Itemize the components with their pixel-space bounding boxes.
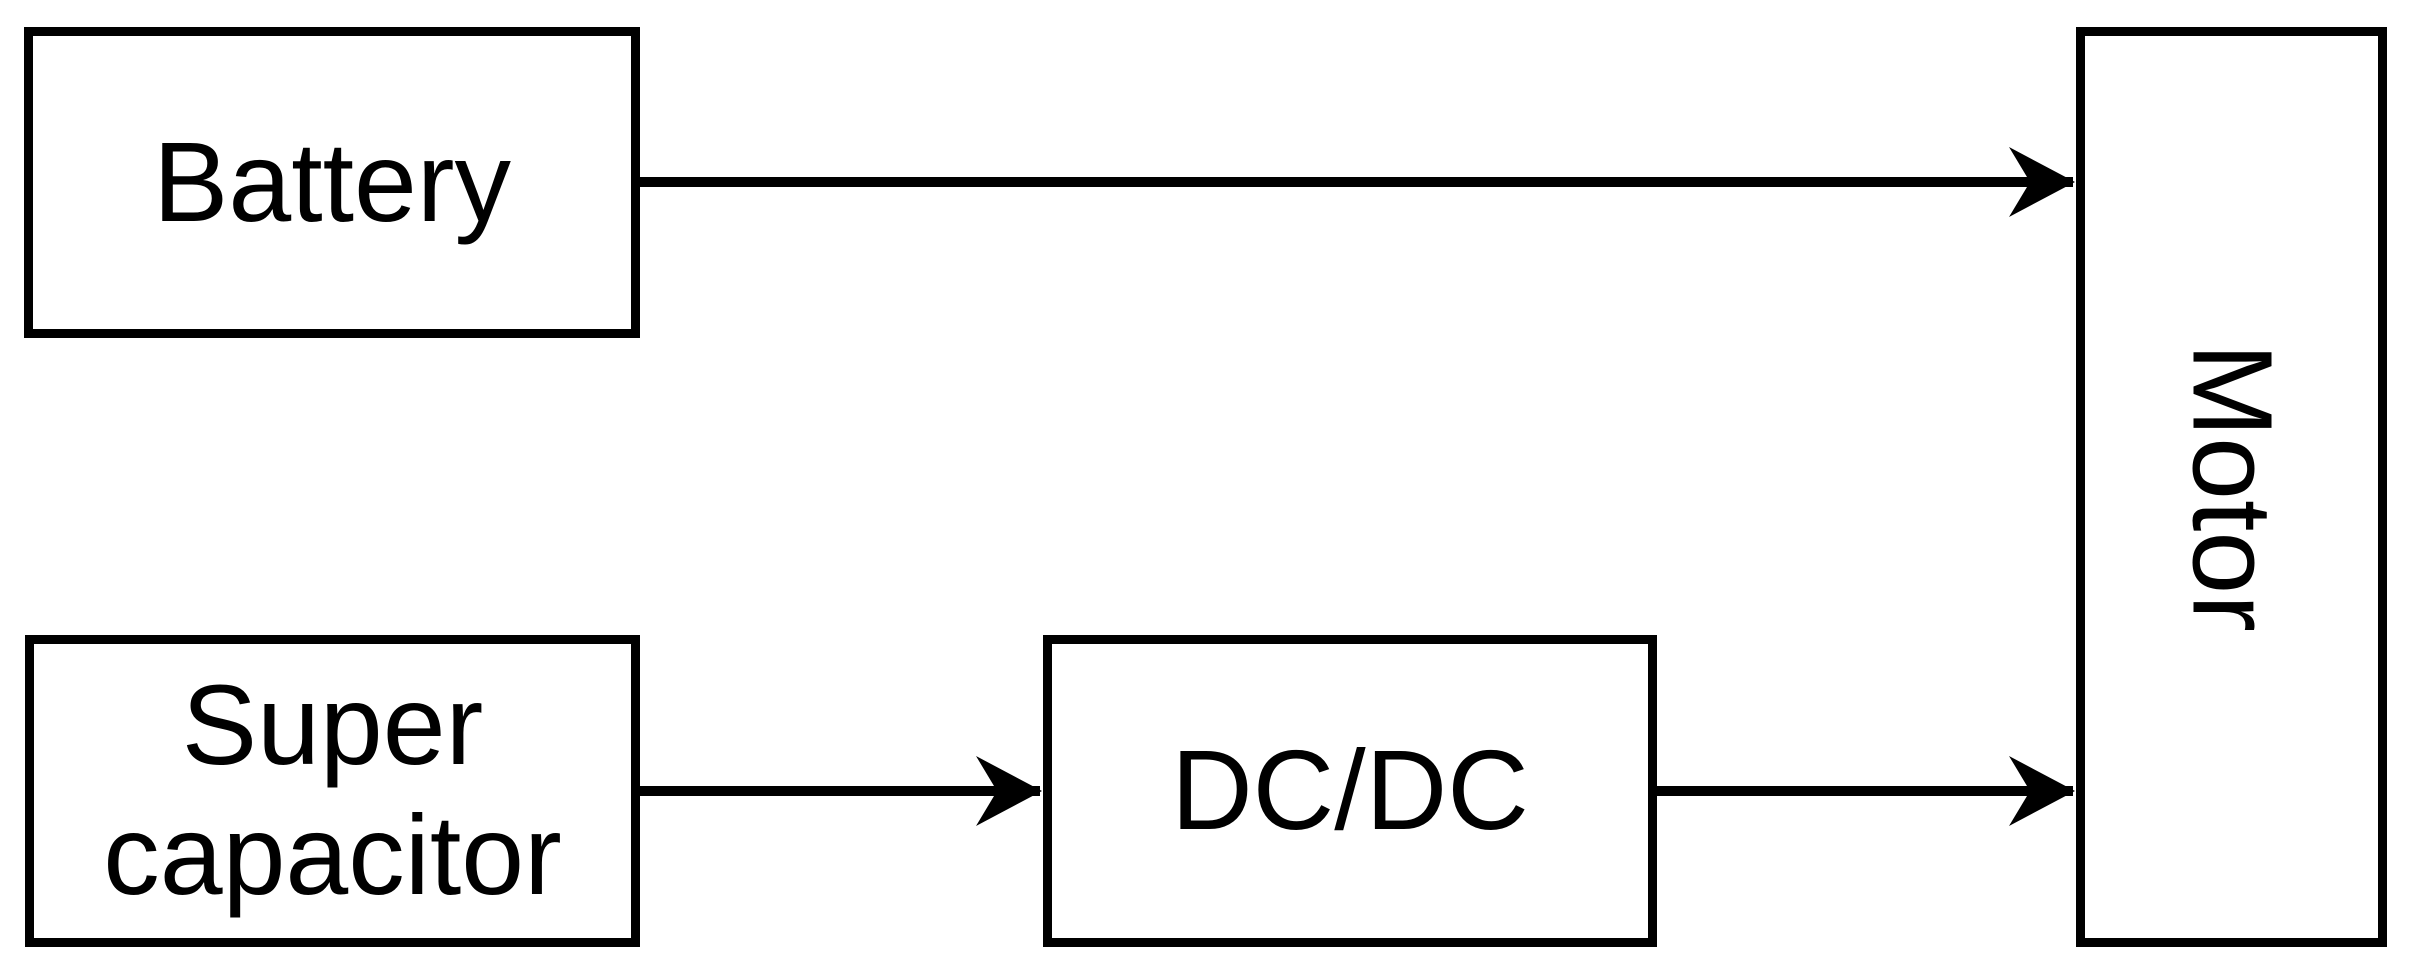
node-supercapacitor-label: Super capacitor <box>103 662 562 918</box>
node-motor: Motor <box>2076 27 2387 947</box>
node-dcdc: DC/DC <box>1043 635 1657 947</box>
node-motor-label: Motor <box>2169 342 2296 632</box>
node-battery-label: Battery <box>153 118 511 245</box>
node-supercapacitor: Super capacitor <box>25 635 640 947</box>
node-battery: Battery <box>24 27 640 338</box>
node-dcdc-label: DC/DC <box>1171 727 1529 854</box>
